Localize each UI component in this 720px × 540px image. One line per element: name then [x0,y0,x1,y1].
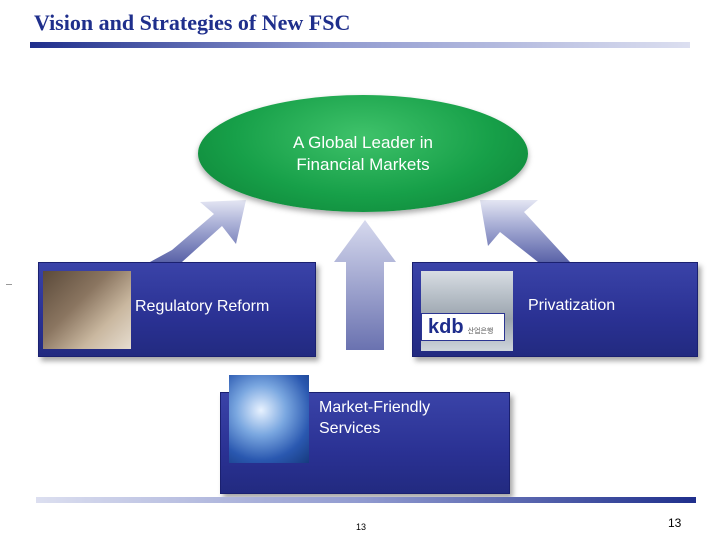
market-friendly-line-1: Market-Friendly [319,399,431,416]
right-arrow [480,200,570,262]
vision-line-1: A Global Leader in [293,132,433,152]
market-friendly-line-2: Services [319,420,381,437]
kdb-logo-subtext: 산업은행 [467,328,494,335]
handshake-globe-photo [229,375,309,463]
page-number-center: 13 [356,522,367,532]
kdb-logo-text: kdb [428,316,464,338]
vision-ellipse: A Global Leader in Financial Markets [198,95,528,212]
business-meeting-photo [43,271,131,349]
market-friendly-label: Market-Friendly Services [319,397,430,439]
footer-divider [36,497,696,503]
vision-line-2: Financial Markets [296,154,430,174]
privatization-label: Privatization [528,297,616,314]
regulatory-reform-label: Regulatory Reform [135,298,270,315]
title-divider [30,42,690,48]
center-arrow [334,220,396,350]
slide-title: Vision and Strategies of New FSC [34,10,351,35]
stray-mark [6,284,12,285]
regulatory-reform-box: Regulatory Reform [38,262,316,357]
market-friendly-box: Market-Friendly Services [220,375,510,494]
left-arrow [150,200,246,262]
page-number-right: 13 [668,516,682,530]
